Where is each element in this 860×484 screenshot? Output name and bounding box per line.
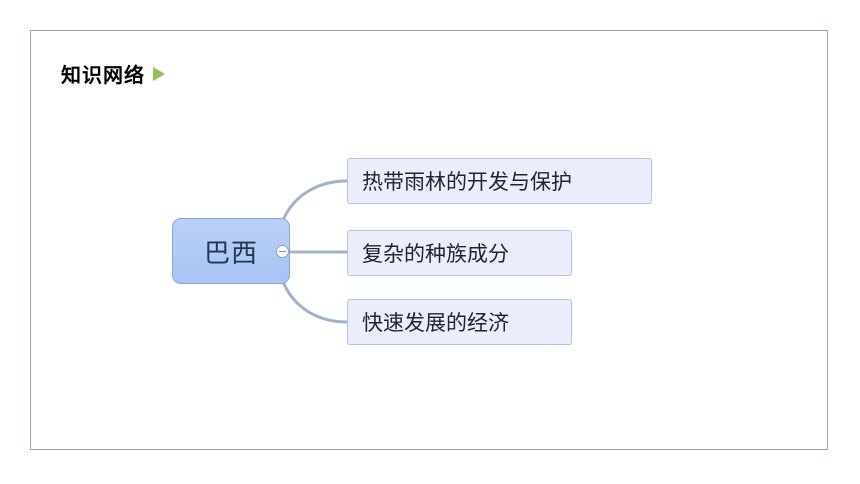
branch-label: 快速发展的经济	[362, 311, 509, 335]
branch-label: 复杂的种族成分	[362, 242, 509, 266]
section-title: 知识网络	[61, 60, 165, 90]
collapse-minus-icon[interactable]	[276, 245, 289, 258]
branch-node-rainforest[interactable]: 热带雨林的开发与保护	[347, 158, 652, 204]
branch-label: 热带雨林的开发与保护	[362, 170, 572, 194]
central-topic-node[interactable]: 巴西	[172, 218, 290, 284]
branch-node-economy[interactable]: 快速发展的经济	[347, 299, 572, 345]
central-topic-label: 巴西	[203, 238, 258, 269]
play-arrow-icon	[153, 67, 165, 81]
branch-node-ethnic-composition[interactable]: 复杂的种族成分	[347, 230, 572, 276]
section-title-text: 知识网络	[61, 63, 145, 87]
